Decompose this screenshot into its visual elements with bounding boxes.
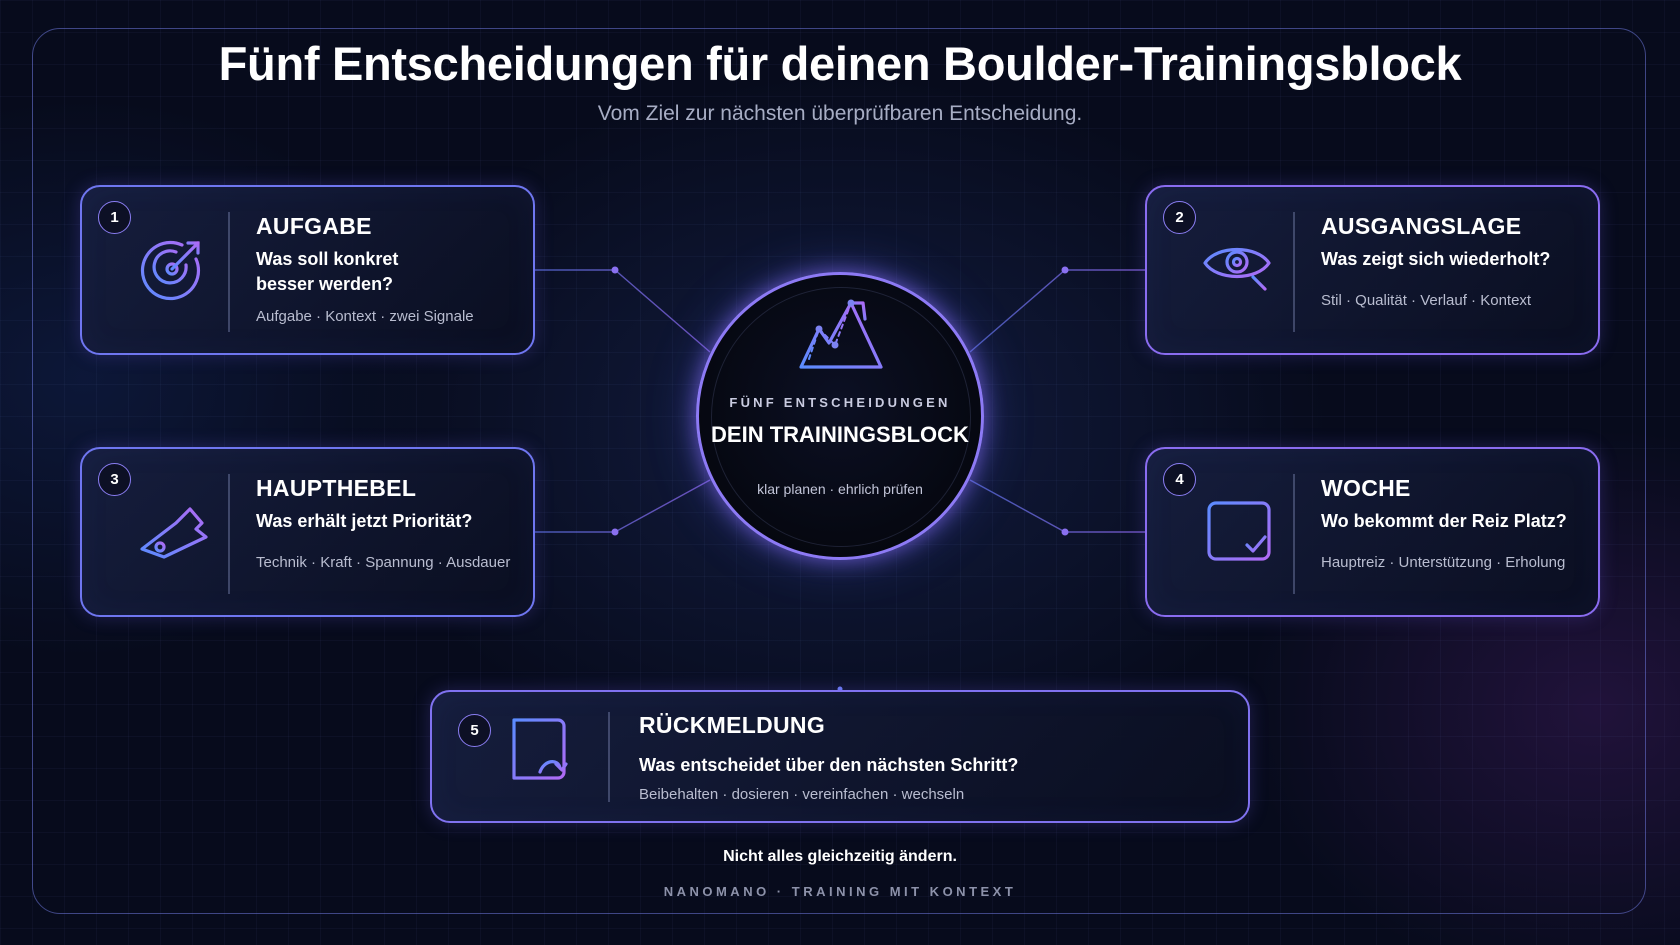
card-divider bbox=[228, 212, 230, 332]
card-question: Wo bekommt der Reiz Platz? bbox=[1321, 511, 1567, 531]
card-tags: Technik · Kraft · Spannung · Ausdauer bbox=[256, 554, 511, 571]
lever-icon bbox=[140, 507, 208, 559]
step-badge: 4 bbox=[1163, 463, 1196, 496]
card-divider bbox=[1293, 474, 1295, 594]
footer-note: Nicht alles gleichzeitig ändern. bbox=[723, 848, 957, 865]
page-subtitle: Vom Ziel zur nächsten überprüfbaren Ents… bbox=[597, 102, 1083, 125]
card-tags: Stil · Qualität · Verlauf · Kontext bbox=[1321, 292, 1532, 309]
center-subtitle: klar planen · ehrlich prüfen bbox=[757, 481, 923, 497]
page-title: Fünf Entscheidungen für deinen Boulder-T… bbox=[218, 37, 1462, 90]
step-badge: 5 bbox=[458, 714, 491, 747]
connector-dot-4 bbox=[1061, 528, 1069, 536]
card-divider bbox=[1293, 212, 1295, 332]
footer-brand: NANOMANO · TRAINING MIT KONTEXT bbox=[663, 884, 1017, 899]
connector-2 bbox=[969, 269, 1145, 353]
card-haupthebel: 3 HAUPTHEBEL Was erhält jetzt Priorität?… bbox=[80, 447, 535, 617]
mountain-chart-icon bbox=[799, 299, 883, 369]
card-question: Was zeigt sich wiederholt? bbox=[1321, 249, 1551, 269]
card-tags: Beibehalten · dosieren · vereinfachen · … bbox=[639, 786, 965, 803]
card-tags: Hauptreiz · Unterstützung · Erholung bbox=[1321, 554, 1566, 571]
card-heading: HAUPTHEBEL bbox=[256, 475, 417, 501]
card-aufgabe: 1 AUFGABE Was soll konkret besser werden… bbox=[80, 185, 535, 355]
card-divider bbox=[608, 712, 610, 802]
notes-icon bbox=[502, 718, 568, 780]
card-ausgangslage: 2 AUSGANGSLAGE Was zeigt sich wiederholt… bbox=[1145, 185, 1600, 355]
eye-icon bbox=[1203, 247, 1271, 291]
step-badge: 3 bbox=[98, 463, 131, 496]
card-heading: WOCHE bbox=[1321, 475, 1411, 501]
connector-dot-2 bbox=[1061, 266, 1069, 274]
card-heading: AUFGABE bbox=[256, 213, 372, 239]
card-woche: 4 WOCHE Wo bekommt der Reiz Platz? Haupt… bbox=[1145, 447, 1600, 617]
connector-3 bbox=[535, 479, 711, 533]
step-badge: 2 bbox=[1163, 201, 1196, 234]
connector-dot-1 bbox=[611, 266, 619, 274]
card-tags: Aufgabe · Kontext · zwei Signale bbox=[256, 308, 474, 325]
card-heading: RÜCKMELDUNG bbox=[639, 712, 826, 738]
card-heading: AUSGANGSLAGE bbox=[1321, 213, 1522, 239]
card-question: Was erhält jetzt Priorität? bbox=[256, 511, 473, 531]
center-hub: FÜNF ENTSCHEIDUNGEN DEIN TRAININGSBLOCK … bbox=[696, 272, 984, 560]
card-question: Was soll konkret besser werden? bbox=[256, 249, 399, 294]
center-kicker: FÜNF ENTSCHEIDUNGEN bbox=[729, 395, 951, 410]
center-title: DEIN TRAININGSBLOCK bbox=[711, 422, 969, 447]
card-divider bbox=[228, 474, 230, 594]
card-question: Was entscheidet über den nächsten Schrit… bbox=[639, 755, 1019, 775]
calendar-icon bbox=[1207, 495, 1271, 561]
connector-1 bbox=[535, 269, 711, 353]
center-inner-ring bbox=[711, 287, 971, 547]
connector-4 bbox=[969, 479, 1145, 533]
outer-frame bbox=[32, 28, 1646, 914]
connector-dot-3 bbox=[611, 528, 619, 536]
target-icon bbox=[140, 240, 201, 301]
step-badge: 1 bbox=[98, 201, 131, 234]
card-rueckmeldung: 5 RÜCKMELDUNG Was entscheidet über den n… bbox=[430, 690, 1250, 823]
